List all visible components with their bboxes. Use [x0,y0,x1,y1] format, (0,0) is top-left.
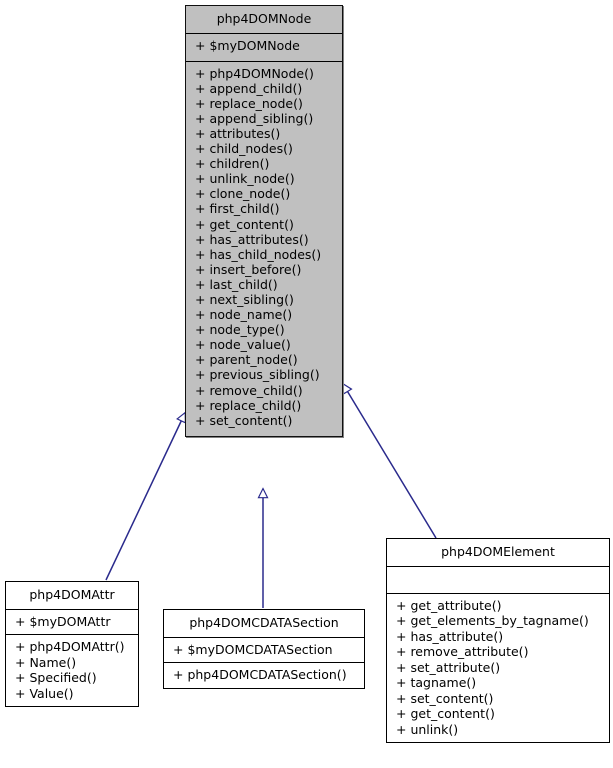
method-row: + remove_child() [195,382,303,398]
method-row: + last_child() [195,276,278,292]
method-row: + child_nodes() [195,141,293,157]
method-row: + first_child() [195,201,280,217]
method-row: + get_attribute() [396,597,502,613]
class-title-php4domattr: php4DOMAttr [29,587,115,602]
method-row: + get_content() [195,216,294,232]
method-row: + children() [195,156,270,172]
method-row: + replace_node() [195,95,303,111]
method-row: + node_name() [195,307,293,323]
method-row: + insert_before() [195,261,302,277]
method-row: + node_value() [195,337,291,353]
method-row: + php4DOMNode() [195,65,314,81]
method-row: + append_sibling() [195,110,314,126]
class-attributes-php4domnode: + $myDOMNode [186,32,342,61]
method-row: + append_child() [195,80,303,96]
class-attributes-php4domcdatasection: + $myDOMCDATASection [164,636,364,663]
method-row: + has_attribute() [396,628,504,644]
class-methods-php4domelement: + get_attribute() + get_elements_by_tagn… [387,592,609,743]
method-row: + tagname() [396,675,477,690]
class-title-php4domelement: php4DOMElement [441,544,555,559]
method-row: + unlink_node() [195,171,295,187]
class-methods-php4domcdatasection: + php4DOMCDATASection() [164,662,364,688]
attribute-row: + $myDOMCDATASection [173,641,333,657]
class-box-php4domnode[interactable]: php4DOMNode + $myDOMNode + php4DOMNode()… [185,5,343,437]
method-row: + php4DOMAttr() [15,639,125,654]
method-row: + has_child_nodes() [195,246,322,262]
method-row: + Name() [15,654,77,670]
method-row: + replace_child() [195,397,302,413]
edge-element-to-node [343,384,437,539]
edge-attr-to-node [105,413,185,581]
method-row: + clone_node() [195,186,291,202]
method-row: + get_content() [396,706,495,721]
method-row: + attributes() [195,125,281,141]
class-box-php4domcdatasection[interactable]: php4DOMCDATASection + $myDOMCDATASection… [163,609,365,689]
method-row: + set_attribute() [396,659,501,675]
attribute-row: + $myDOMNode [195,37,300,53]
method-row: + set_content() [195,412,293,428]
method-row: + unlink() [396,721,459,737]
method-row: + get_elements_by_tagname() [396,613,589,628]
method-row: + remove_attribute() [396,644,529,659]
method-row: + node_type() [195,322,285,338]
method-row: + parent_node() [195,352,298,368]
method-row: + has_attributes() [195,231,309,247]
class-methods-php4domnode: + php4DOMNode() + append_child() + repla… [186,60,342,436]
class-methods-php4domattr: + php4DOMAttr() + Name() + Specified() +… [6,634,138,706]
method-row: + previous_sibling() [195,367,320,383]
method-row: + Specified() [15,670,97,685]
class-box-php4domattr[interactable]: php4DOMAttr + $myDOMAttr + php4DOMAttr()… [5,581,139,707]
class-title-php4domcdatasection: php4DOMCDATASection [189,615,339,630]
method-row: + php4DOMCDATASection() [173,667,347,682]
method-row: + set_content() [396,690,494,706]
class-box-php4domelement[interactable]: php4DOMElement + get_attribute() + get_e… [386,538,610,743]
class-title-php4domnode: php4DOMNode [216,11,312,26]
attribute-row: + $myDOMAttr [15,613,111,629]
class-attributes-php4domelement [387,565,609,593]
method-row: + next_sibling() [195,292,294,307]
class-attributes-php4domattr: + $myDOMAttr [6,608,138,635]
method-row: + Value() [15,685,74,701]
